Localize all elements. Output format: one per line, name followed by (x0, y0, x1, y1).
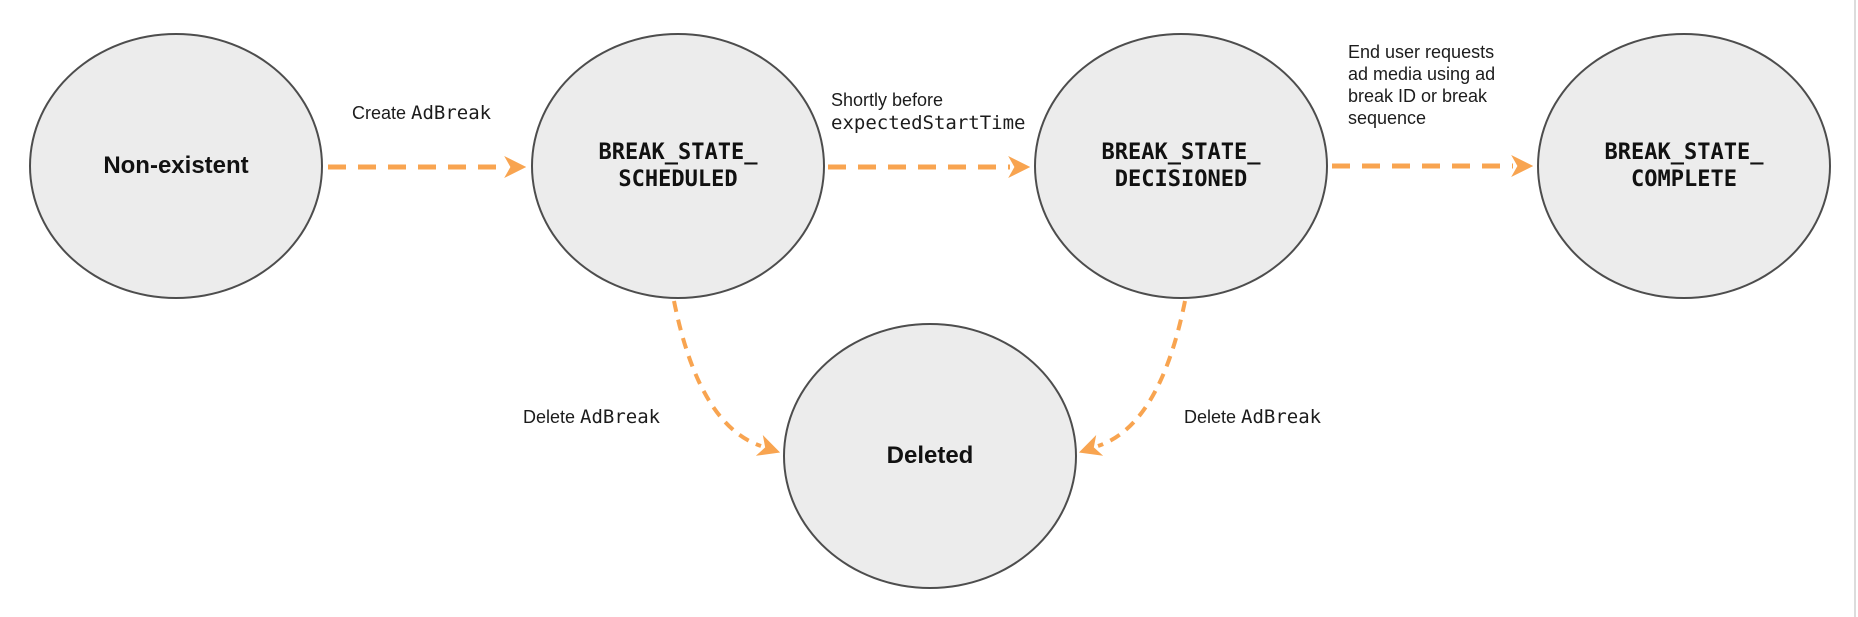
state-node-break-state-complete: BREAK_STATE_ COMPLETE (1537, 33, 1831, 299)
node-label-line2: SCHEDULED (618, 167, 738, 192)
page-edge-divider (1854, 0, 1856, 617)
edge-label-line: ad media using ad (1348, 64, 1496, 84)
state-node-deleted: Deleted (783, 323, 1077, 589)
edge-label-code: AdBreak (580, 406, 661, 428)
node-label-line1: BREAK_STATE_ (1604, 140, 1764, 165)
edge-label-line: break ID or break (1348, 86, 1488, 106)
node-label: Non-existent (103, 152, 249, 179)
node-label-line1: BREAK_STATE_ (1101, 140, 1261, 165)
edge-label-code: AdBreak (1241, 406, 1322, 428)
state-node-non-existent: Non-existent (29, 33, 323, 299)
state-node-break-state-decisioned: BREAK_STATE_ DECISIONED (1034, 33, 1328, 299)
edge-label-text: Delete (1184, 407, 1237, 427)
state-node-break-state-scheduled: BREAK_STATE_ SCHEDULED (531, 33, 825, 299)
edge-label-end-user-requests: End user requests ad media using ad brea… (1348, 41, 1495, 129)
node-label-line2: COMPLETE (1631, 167, 1737, 192)
node-label-line2: DECISIONED (1114, 167, 1248, 192)
edge-label-shortly-before: Shortly before expectedStartTime (831, 89, 1025, 135)
transition-arrow-delete-from-decisioned (1078, 300, 1187, 456)
transition-arrow-delete-from-scheduled (672, 300, 781, 456)
edge-label-text: Shortly before (831, 90, 944, 110)
edge-label-line: End user requests (1348, 42, 1495, 62)
edge-label-text: Create (352, 103, 407, 123)
edge-label-code: AdBreak (411, 102, 492, 124)
node-label: Deleted (886, 442, 974, 469)
edge-label-code: expectedStartTime (831, 112, 1026, 134)
node-label-line1: BREAK_STATE_ (598, 140, 758, 165)
edge-label-text: Delete (523, 407, 576, 427)
edge-label-line: sequence (1348, 108, 1427, 128)
